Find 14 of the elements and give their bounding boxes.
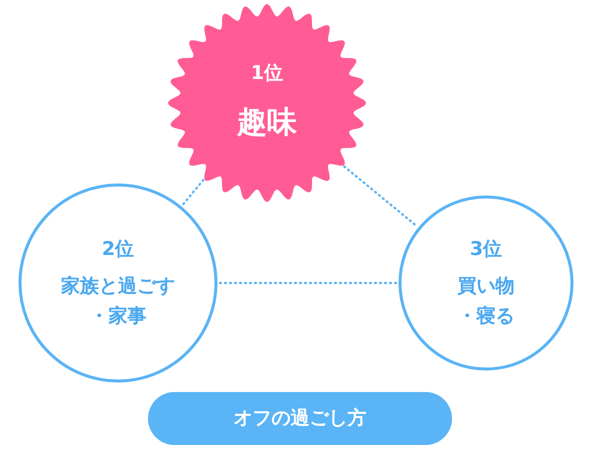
starburst-badge — [167, 3, 367, 203]
rank-label: 1位 — [250, 61, 284, 86]
rank-label: 2位 — [102, 236, 134, 262]
rank-label: 3位 — [470, 236, 502, 262]
title-pill — [148, 392, 452, 445]
node-text: 買い物・寝る — [456, 274, 516, 329]
rank-circle — [398, 195, 574, 371]
node-text: 趣味 — [237, 104, 297, 142]
dotted-connector — [182, 178, 204, 206]
node-text: オフの過ごし方 — [234, 406, 366, 431]
node-text: 家族と過ごす・家事 — [60, 274, 176, 329]
dotted-connector — [343, 165, 418, 227]
dotted-connector — [218, 282, 398, 284]
rank-circle — [18, 183, 218, 383]
